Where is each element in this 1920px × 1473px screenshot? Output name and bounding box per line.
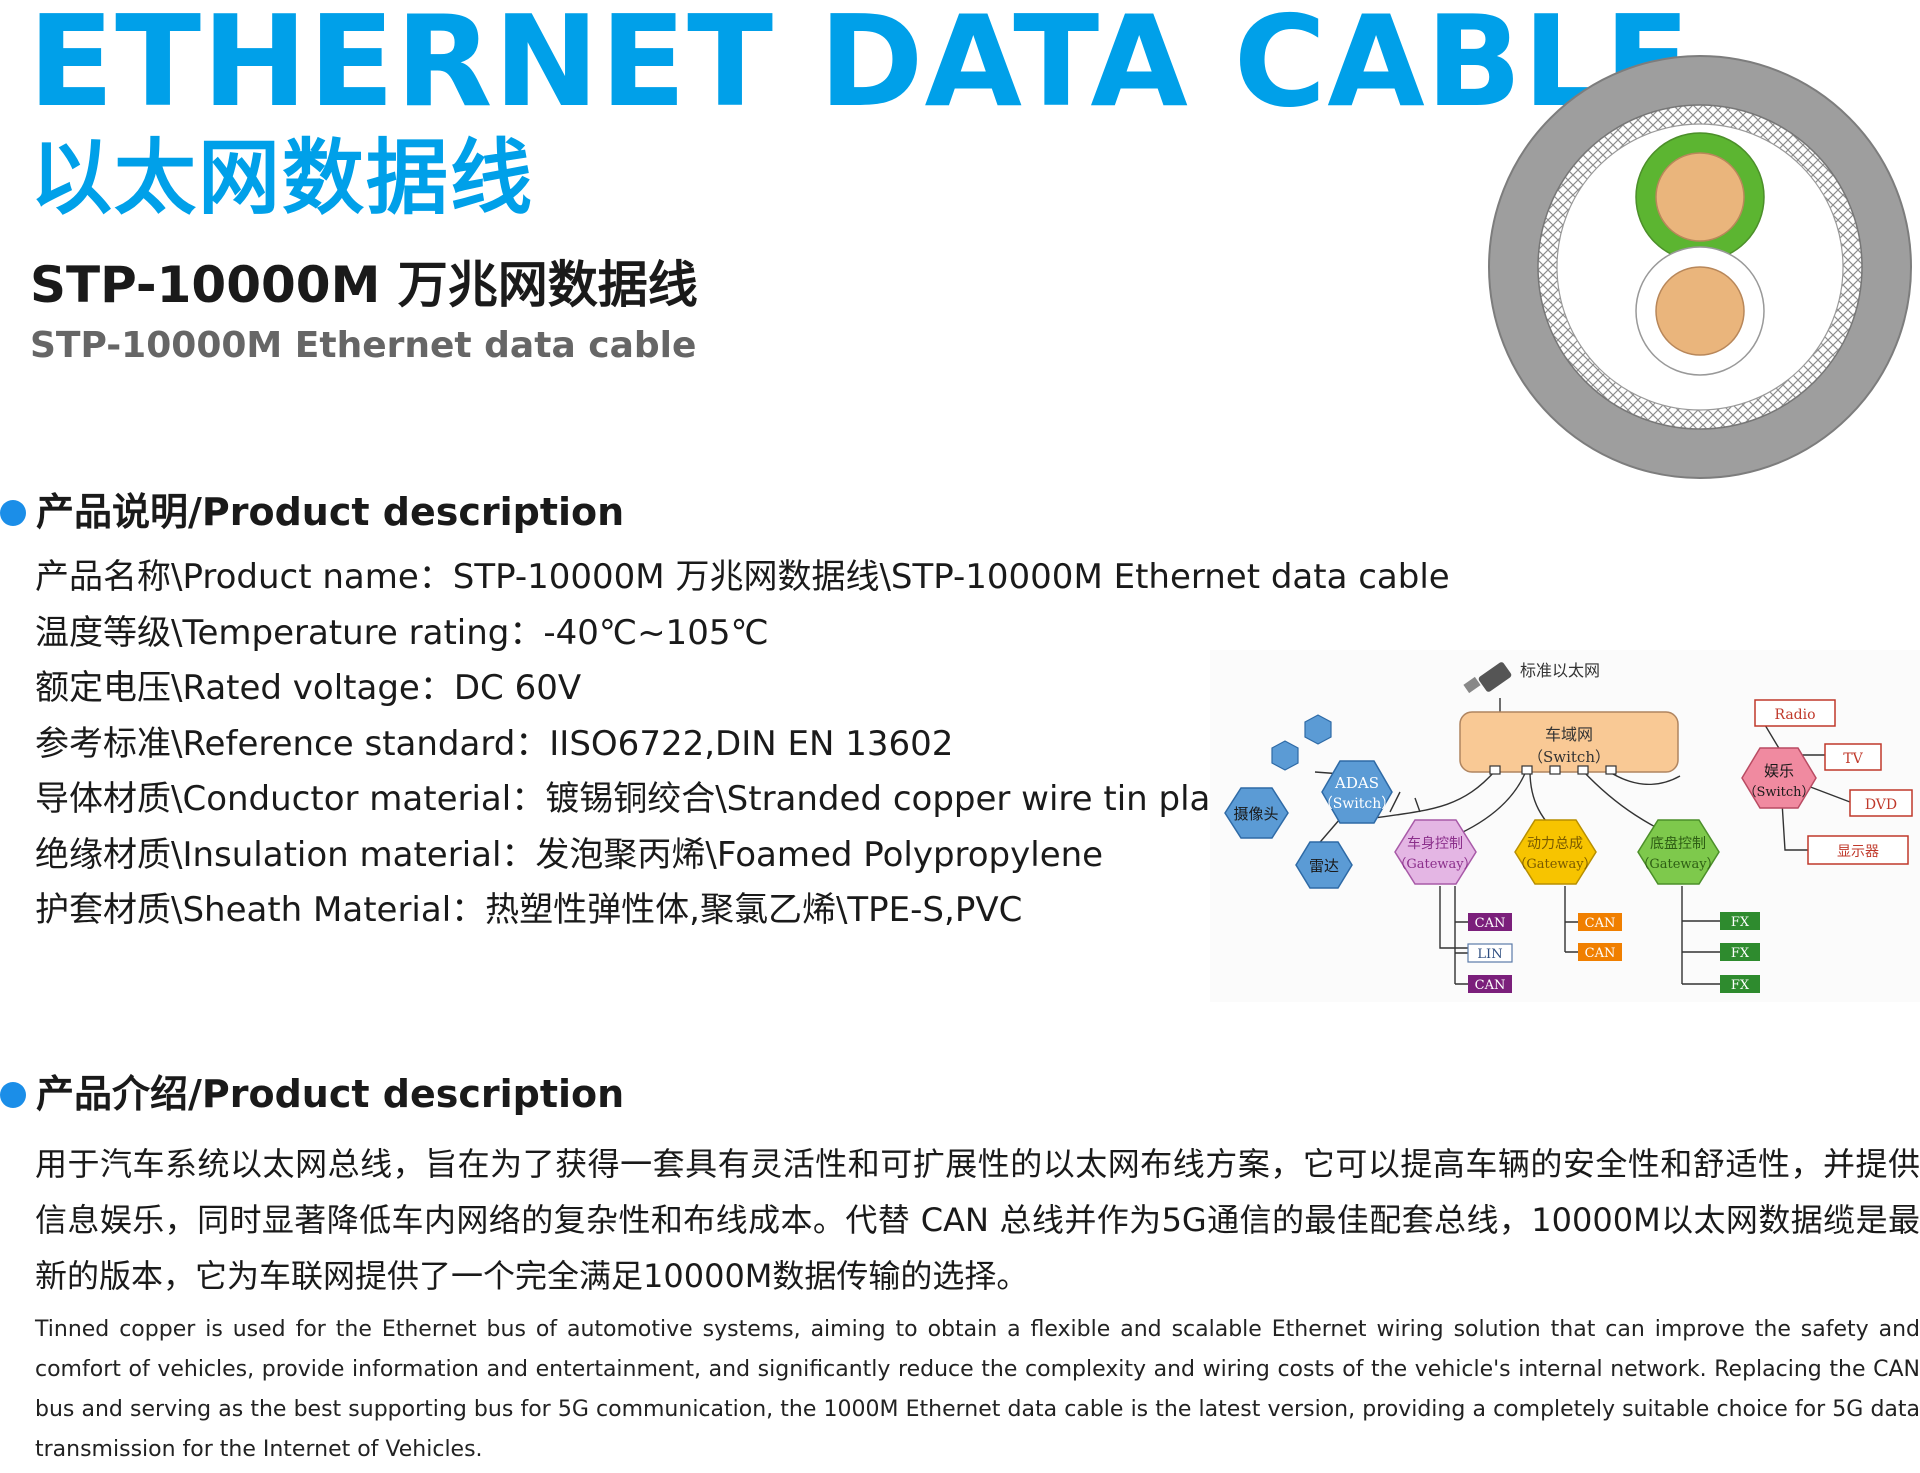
- display-label: 显示器: [1837, 844, 1879, 860]
- chassis-control-gateway-label: （Gateway）: [1636, 857, 1719, 872]
- spec-product-name: 产品名称\Product name：STP-10000M 万兆网数据线\STP-…: [35, 557, 1450, 597]
- adas-label: ADAS: [1334, 774, 1379, 792]
- switch-ports: [1489, 765, 1617, 775]
- powertrain-gateway-label: （Gateway）: [1513, 857, 1596, 872]
- chassis-bus-fx-box: [1720, 912, 1760, 930]
- spec-sheath-material: 护套材质\Sheath Material：热塑性弹性体,聚氯乙烯\TPE-S,P…: [35, 890, 1023, 930]
- section-heading-text: 产品说明/Product description: [36, 490, 625, 534]
- small-node-hexagon: [1304, 714, 1332, 745]
- section-heading-text: 产品介绍/Product description: [36, 1072, 625, 1116]
- main-title: ETHERNET DATA CABLE: [28, 0, 1692, 135]
- spec-reference-standard: 参考标准\Reference standard：IISO6722,DIN EN …: [35, 723, 954, 764]
- copper-conductor-2: [1655, 266, 1745, 356]
- standard-ethernet-label: 标准以太网: [1520, 661, 1600, 680]
- power-bus-can-box: [1578, 913, 1622, 931]
- radio-label: Radio: [1774, 707, 1815, 723]
- body-bus-label: CAN: [1475, 978, 1506, 993]
- chassis-control-label: 底盘控制: [1650, 835, 1706, 852]
- bullet-dot-icon: [0, 1081, 26, 1108]
- body-bus-lin-box: [1467, 943, 1513, 963]
- power-bus-label: CAN: [1585, 916, 1616, 931]
- dvd-label: DVD: [1865, 797, 1897, 813]
- small-node-hexagon: [1271, 740, 1299, 771]
- intro-paragraph-chinese: 用于汽车系统以太网总线，旨在为了获得一套具有灵活性和可扩展性的以太网布线方案，它…: [35, 1145, 1920, 1295]
- power-bus-label: CAN: [1585, 946, 1616, 961]
- adas-switch-hexagon: [1321, 760, 1393, 824]
- chassis-bus-fx-box: [1720, 943, 1760, 961]
- powertrain-gateway-hexagon: [1514, 819, 1597, 885]
- radar-hexagon: [1295, 841, 1353, 889]
- domain-network-box: [1459, 711, 1679, 773]
- model-subtitle: STP-10000M Ethernet data cable: [30, 325, 697, 366]
- section-heading-product-introduction: 产品介绍/Product description: [0, 1072, 624, 1118]
- entertainment-switch-hexagon: [1741, 747, 1817, 809]
- domain-network-label: 车域网: [1545, 725, 1593, 744]
- body-bus-label: CAN: [1475, 916, 1506, 931]
- body-control-gateway-hexagon: [1394, 819, 1477, 885]
- spec-temperature-rating: 温度等级\Temperature rating：-40℃~105℃: [35, 612, 769, 653]
- bullet-dot-icon: [0, 499, 26, 526]
- body-control-gateway-label: （Gateway）: [1393, 857, 1476, 872]
- display-box: [1807, 835, 1909, 865]
- body-bus-can-box: [1468, 913, 1512, 931]
- spec-insulation-material: 绝缘材质\Insulation material：发泡聚丙烯\Foamed Po…: [35, 834, 1104, 875]
- camera-label: 摄像头: [1233, 805, 1278, 823]
- chassis-bus-label: FX: [1731, 946, 1750, 961]
- adas-switch-label: （Switch）: [1319, 796, 1396, 812]
- spec-list: 产品名称\Product name：STP-10000M 万兆网数据线\STP-…: [35, 550, 1450, 939]
- chassis-bus-label: FX: [1731, 915, 1750, 930]
- intro-paragraph-english: Tinned copper is used for the Ethernet b…: [35, 1317, 1920, 1462]
- radar-label: 雷达: [1309, 857, 1339, 875]
- model-title: STP-10000M 万兆网数据线: [30, 256, 698, 314]
- cable-cross-section-figure: [1488, 55, 1912, 479]
- section-heading-product-description: 产品说明/Product description: [0, 490, 624, 536]
- dvd-box: [1849, 789, 1913, 817]
- chassis-control-gateway-hexagon: [1637, 819, 1720, 885]
- tv-box: [1824, 743, 1882, 771]
- entertainment-switch-label: （Switch）: [1743, 785, 1814, 800]
- chassis-bus-label: FX: [1731, 978, 1750, 993]
- vehicle-network-diagram: 标准以太网 车域网 （Switch） ADAS （Switch） 摄像头 雷达 …: [1210, 650, 1920, 1002]
- radio-box: [1754, 699, 1836, 727]
- tv-label: TV: [1843, 751, 1863, 767]
- power-bus-can-box: [1578, 943, 1622, 961]
- entertainment-label: 娱乐: [1764, 762, 1794, 780]
- body-bus-can-box: [1468, 975, 1512, 993]
- domain-network-switch-label: （Switch）: [1528, 748, 1610, 766]
- copper-conductor-1: [1655, 152, 1745, 242]
- chassis-bus-fx-box: [1720, 975, 1760, 993]
- spec-conductor-material: 导体材质\Conductor material：镀锡铜绞合\Stranded c…: [35, 779, 1267, 819]
- chinese-title: 以太网数据线: [30, 131, 535, 226]
- camera-hexagon: [1224, 787, 1289, 839]
- body-control-label: 车身控制: [1407, 835, 1463, 852]
- ethernet-plug-icon: [1463, 662, 1512, 694]
- spec-rated-voltage: 额定电压\Rated voltage：DC 60V: [35, 668, 582, 708]
- powertrain-label: 动力总成: [1527, 836, 1583, 852]
- body-bus-label: LIN: [1477, 947, 1502, 962]
